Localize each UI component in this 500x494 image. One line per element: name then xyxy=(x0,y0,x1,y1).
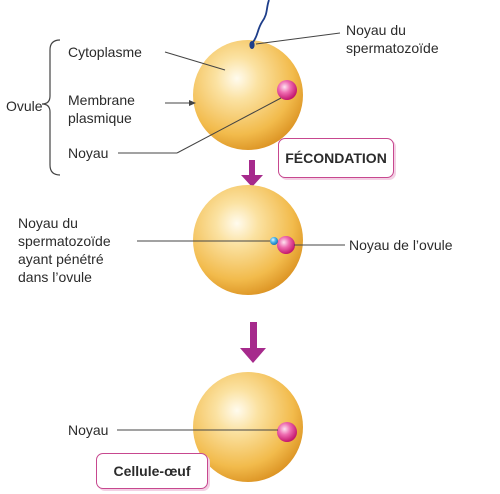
sperm-nucleus-label-2-line2: spermatozoïde xyxy=(18,233,111,249)
sperm-nucleus-2 xyxy=(270,237,278,245)
spermatozoon-head xyxy=(249,41,255,49)
membrane-label-line1: Membrane xyxy=(68,92,135,108)
leader-membrane-arrow xyxy=(189,100,196,106)
nucleus-label-3: Noyau xyxy=(68,422,109,438)
arrow-1-shaft xyxy=(249,160,255,176)
cytoplasm-label: Cytoplasme xyxy=(68,44,142,60)
ovule-nucleus-1 xyxy=(277,80,297,100)
ovule-nucleus-2 xyxy=(277,236,295,254)
ovule-cell-2 xyxy=(193,185,303,295)
sperm-nucleus-label-2-line1: Noyau du xyxy=(18,215,78,231)
fecondation-box: FÉCONDATION xyxy=(278,138,394,178)
ovule-brace xyxy=(41,39,61,176)
spermatozoon-tail xyxy=(252,0,270,43)
ovule-label: Ovule xyxy=(6,98,43,114)
arrow-2-shaft xyxy=(250,322,257,350)
egg-nucleus-label-2: Noyau de l’ovule xyxy=(349,237,453,253)
leader-cytoplasm xyxy=(164,51,226,71)
nucleus-label-1: Noyau xyxy=(68,145,109,161)
ovule-cell-1 xyxy=(193,40,303,150)
arrow-2-head xyxy=(240,348,266,363)
sperm-nucleus-label-1-line2: spermatozoïde xyxy=(346,40,439,56)
egg-nucleus-3 xyxy=(277,422,297,442)
sperm-nucleus-label-1-line1: Noyau du xyxy=(346,22,406,38)
cellule-oeuf-box: Cellule-œuf xyxy=(96,453,208,489)
arrow-1-head xyxy=(241,175,263,187)
leader-sperm-nucleus-1 xyxy=(255,32,341,45)
leader-nucleus-1b xyxy=(176,97,282,154)
membrane-label-line2: plasmique xyxy=(68,110,132,126)
sperm-nucleus-label-2-line4: dans l’ovule xyxy=(18,269,92,285)
egg-cell-3 xyxy=(193,372,303,482)
sperm-nucleus-label-2-line3: ayant pénétré xyxy=(18,251,104,267)
